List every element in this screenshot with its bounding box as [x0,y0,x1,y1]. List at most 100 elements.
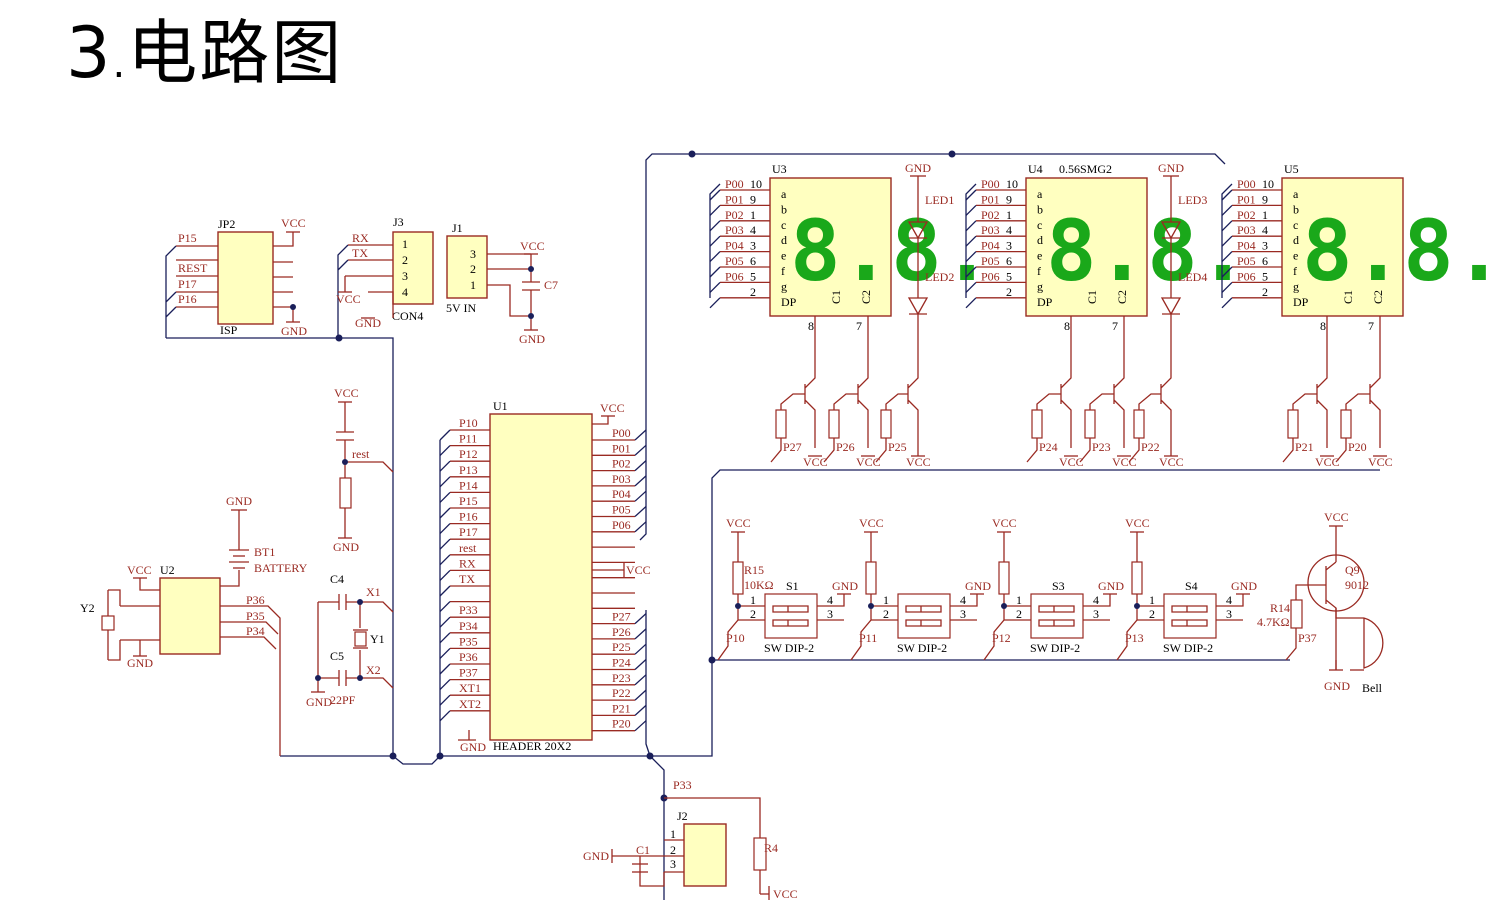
switch-wire [871,594,978,621]
display-bus [1221,183,1233,298]
display-segment-letter: g [781,279,787,293]
gnd-label: GND [1098,579,1124,593]
junction-dot [335,334,343,342]
display-pin-label: P01 [981,192,1000,206]
display-segment-letter: d [781,233,787,247]
display-segment-letter: c [1293,218,1298,232]
driver-transistor [780,316,816,448]
j1-name: 5V IN [446,301,476,315]
display-pin-label: P01 [1237,192,1256,206]
bt1-name: BATTERY [254,561,308,575]
driver-resistor [775,409,787,439]
reset-net-label: rest [352,447,370,461]
u1-bus-entry [439,616,451,628]
switch-pin: 3 [827,607,833,621]
driver-resistor [828,409,840,439]
vcc-label: VCC [856,455,881,469]
display-pin-label: P00 [1237,177,1256,191]
u1-left-pin-label: TX [459,572,475,586]
seven-segment-display [769,177,892,317]
vcc-label: VCC [334,386,359,400]
jp2-pin-label: P17 [178,277,197,291]
j1-pin: 3 [470,247,476,261]
y1-label: Y1 [370,632,385,646]
display-common-pin: 8 [1320,319,1326,333]
driver-wire [770,438,782,463]
display-bus [965,183,977,298]
pullup-resistor [998,561,1010,595]
j3-con4: J3 CON4 1 2 3 4 RX TX VCC GND [336,215,434,338]
display-segment-letter: g [1037,279,1043,293]
switch-pin: 4 [960,593,966,607]
j1-power-input: J1 5V IN 3 2 1 VCC GND C7 [446,221,558,346]
display-bus-entry [1221,297,1233,309]
display-segment-letter: a [781,187,787,201]
display-pin-number: 5 [750,269,756,283]
display-ref: U5 [1284,162,1299,176]
led-symbol [907,297,929,316]
dip-switch [1163,593,1217,639]
switch-type: SW DIP-2 [1030,641,1080,655]
display-digits: 8.8. [790,202,992,300]
display-pin-number: 2 [750,285,756,299]
switch-port-label: P11 [859,631,877,645]
display-bus-entry [1221,281,1233,293]
u1-bus-entry [439,507,451,519]
switch-pin: 4 [827,593,833,607]
jp2-name: ISP [220,323,238,337]
switch-pin: 2 [750,607,756,621]
u1-bus-entry [634,475,647,487]
junction-dot [1134,603,1140,609]
display-segment-letter: b [1293,202,1299,216]
junction-dot [868,603,874,609]
display-bus-entry [965,220,977,232]
display-ref: U4 [1028,162,1043,176]
display-segment-letter: f [781,264,785,278]
display-bus-entry [709,220,721,232]
title-number: 3 [66,12,113,94]
vcc-label: VCC [992,516,1017,530]
display-pin-number: 2 [1262,285,1268,299]
switch-pin: 4 [1093,593,1099,607]
driver-port-label: P20 [1348,440,1367,454]
switch-pin: 2 [1149,607,1155,621]
vcc-label: VCC [520,239,545,253]
display-pin-label: P04 [981,239,1000,253]
gnd-label: GND [519,332,545,346]
vcc-label: VCC [859,516,884,530]
gnd-label: GND [583,849,609,863]
display-bus-entry [1221,204,1233,216]
driver-port-label: P26 [836,440,855,454]
gnd-label: GND [965,579,991,593]
display-pin-number: 10 [1006,177,1018,191]
display-segment-letter: DP [1037,295,1053,309]
bt1-ref: BT1 [254,545,275,559]
vcc-label: VCC [626,563,651,577]
junction-dot [528,266,534,272]
u1-bus-entry [439,429,451,441]
gnd-label: GND [226,494,252,508]
u1-bus-entry [634,460,647,472]
x1-label: X1 [366,585,381,599]
junction-dot [357,675,363,681]
vcc-label: VCC [773,887,798,901]
u1-left-pin-label: P11 [459,432,477,446]
r15-ref: R15 [744,563,764,577]
driver-port-label: P21 [1295,440,1314,454]
u1-left-pin-label: P13 [459,463,478,477]
cap-value: 22PF [330,693,356,707]
vcc-label: VCC [906,455,931,469]
display-common-label: C1 [829,290,843,304]
gnd-label: GND [832,579,858,593]
switch-wire [1004,594,1111,621]
dip-switch-toggle [905,605,942,627]
q9-value: 9012 [1345,578,1369,592]
u1-bus-entry [439,679,451,691]
u1-right-pin-label: P23 [612,671,631,685]
u1-bus-entry [634,643,647,655]
display-pin-label: P04 [725,239,744,253]
u1-bus-entry [634,689,647,701]
r15-value: 10KΩ [744,578,774,592]
u1-left-pin-label: RX [459,556,476,570]
driver-wire [1335,438,1347,463]
